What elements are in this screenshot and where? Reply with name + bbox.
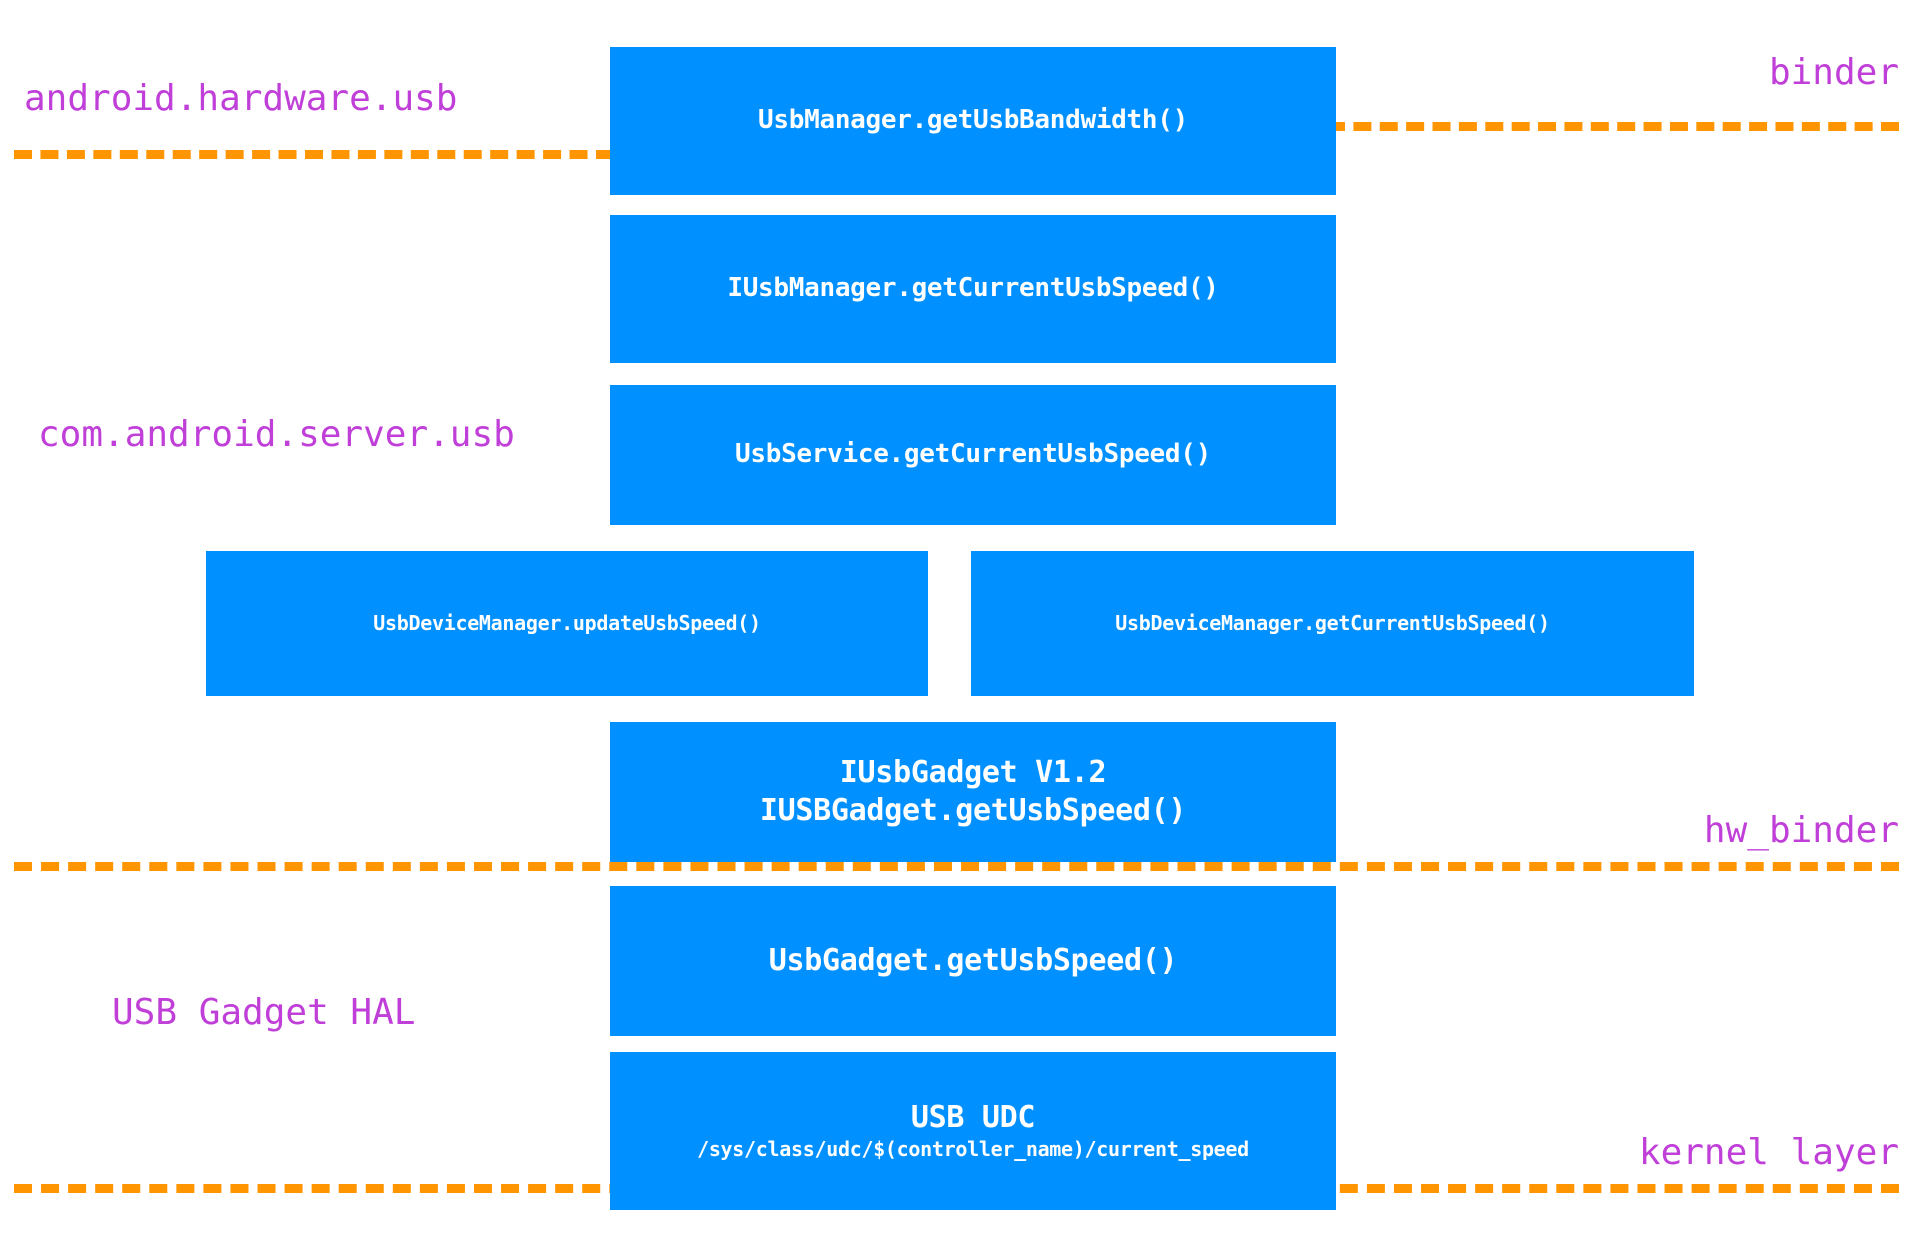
layer-label-android-hardware-usb: android.hardware.usb bbox=[24, 78, 458, 119]
box-usb-gadget-get-usb-speed[interactable]: UsbGadget.getUsbSpeed() bbox=[610, 886, 1336, 1036]
box-usb-device-manager-update-usb-speed[interactable]: UsbDeviceManager.updateUsbSpeed() bbox=[206, 551, 928, 696]
dashed-line-hw-binder bbox=[14, 862, 1899, 871]
dashed-line-binder-right bbox=[1327, 122, 1899, 131]
box-label-line1: USB UDC bbox=[910, 1100, 1036, 1135]
box-label-line2: IUSBGadget.getUsbSpeed() bbox=[759, 793, 1187, 828]
box-label-line1: UsbService.getCurrentUsbSpeed() bbox=[735, 439, 1211, 470]
box-usb-service-get-current-usb-speed[interactable]: UsbService.getCurrentUsbSpeed() bbox=[610, 385, 1336, 525]
layer-label-usb-gadget-hal: USB Gadget HAL bbox=[112, 992, 416, 1033]
box-label-line1: UsbDeviceManager.updateUsbSpeed() bbox=[373, 610, 761, 635]
box-usb-device-manager-get-current-usb-speed[interactable]: UsbDeviceManager.getCurrentUsbSpeed() bbox=[971, 551, 1694, 696]
box-usb-udc[interactable]: USB UDC /sys/class/udc/$(controller_name… bbox=[610, 1052, 1336, 1210]
box-label-line1: UsbGadget.getUsbSpeed() bbox=[768, 942, 1178, 978]
box-label-line1: UsbManager.getUsbBandwidth() bbox=[758, 105, 1188, 136]
layer-label-binder: binder bbox=[1768, 52, 1899, 93]
layer-label-hw-binder: hw_binder bbox=[1703, 810, 1899, 851]
box-iusb-manager-get-current-usb-speed[interactable]: IUsbManager.getCurrentUsbSpeed() bbox=[610, 215, 1336, 363]
layer-label-com-android-server-usb: com.android.server.usb bbox=[38, 414, 515, 455]
dashed-line-binder-left bbox=[14, 150, 614, 159]
box-label-line1: IUsbManager.getCurrentUsbSpeed() bbox=[727, 273, 1219, 304]
box-label-line2: /sys/class/udc/$(controller_name)/curren… bbox=[697, 1137, 1249, 1162]
box-label-line1: UsbDeviceManager.getCurrentUsbSpeed() bbox=[1115, 610, 1550, 635]
box-iusb-gadget-v1-2[interactable]: IUsbGadget V1.2 IUSBGadget.getUsbSpeed() bbox=[610, 722, 1336, 862]
box-label-line1: IUsbGadget V1.2 bbox=[839, 754, 1107, 790]
layer-label-kernel-layer: kernel layer bbox=[1638, 1132, 1899, 1173]
box-usb-manager-get-usb-bandwidth[interactable]: UsbManager.getUsbBandwidth() bbox=[610, 47, 1336, 195]
